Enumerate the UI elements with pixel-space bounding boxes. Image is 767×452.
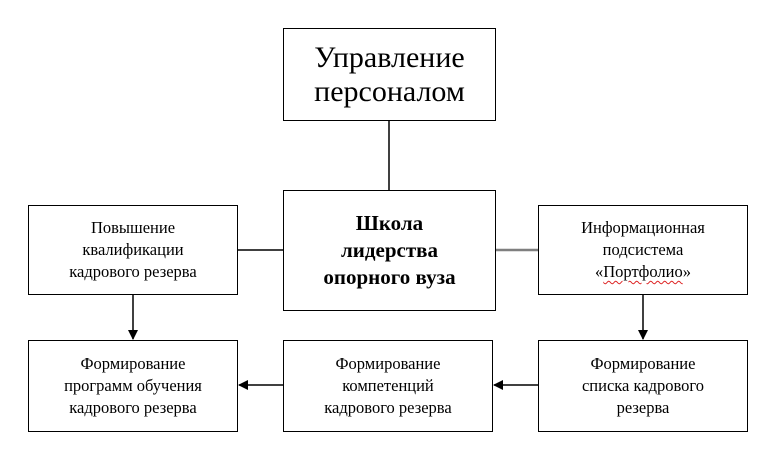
programs-box: Формирование программ обучения кадрового…	[28, 340, 238, 432]
portfolio-line-3: «Портфолио»	[595, 261, 691, 283]
reserve-list-box: Формирование списка кадрового резерва	[538, 340, 748, 432]
school-line-2: лидерства	[341, 238, 438, 262]
portfolio-box: Информационная подсистема «Портфолио»	[538, 205, 748, 295]
school-line-1: Школа	[355, 211, 424, 235]
reserve-list-line-1: Формирование	[590, 354, 696, 373]
portfolio-close-quote: »	[682, 262, 691, 281]
programs-line-1: Формирование	[80, 354, 186, 373]
competencies-line-1: Формирование	[335, 354, 441, 373]
training-line-2: квалификации	[82, 240, 184, 259]
training-line-3: кадрового резерва	[69, 262, 197, 281]
portfolio-word: Портфолио	[603, 262, 683, 281]
programs-line-2: программ обучения	[64, 376, 202, 395]
portfolio-line-1: Информационная	[581, 218, 705, 237]
training-line-1: Повышение	[90, 218, 176, 237]
programs-line-3: кадрового резерва	[69, 398, 197, 417]
management-box: Управление персоналом	[283, 28, 496, 121]
reserve-list-line-2: списка кадрового	[581, 376, 705, 395]
school-box: Школа лидерства опорного вуза	[283, 190, 496, 311]
management-line-2: персоналом	[314, 74, 465, 108]
management-line-1: Управление	[314, 40, 465, 74]
portfolio-line-2: подсистема	[602, 240, 684, 259]
training-box: Повышение квалификации кадрового резерва	[28, 205, 238, 295]
competencies-line-3: кадрового резерва	[324, 398, 452, 417]
competencies-box: Формирование компетенций кадрового резер…	[283, 340, 493, 432]
school-line-3: опорного вуза	[323, 265, 456, 289]
reserve-list-line-3: резерва	[616, 398, 670, 417]
portfolio-open-quote: «	[595, 262, 604, 281]
competencies-line-2: компетенций	[342, 376, 434, 395]
